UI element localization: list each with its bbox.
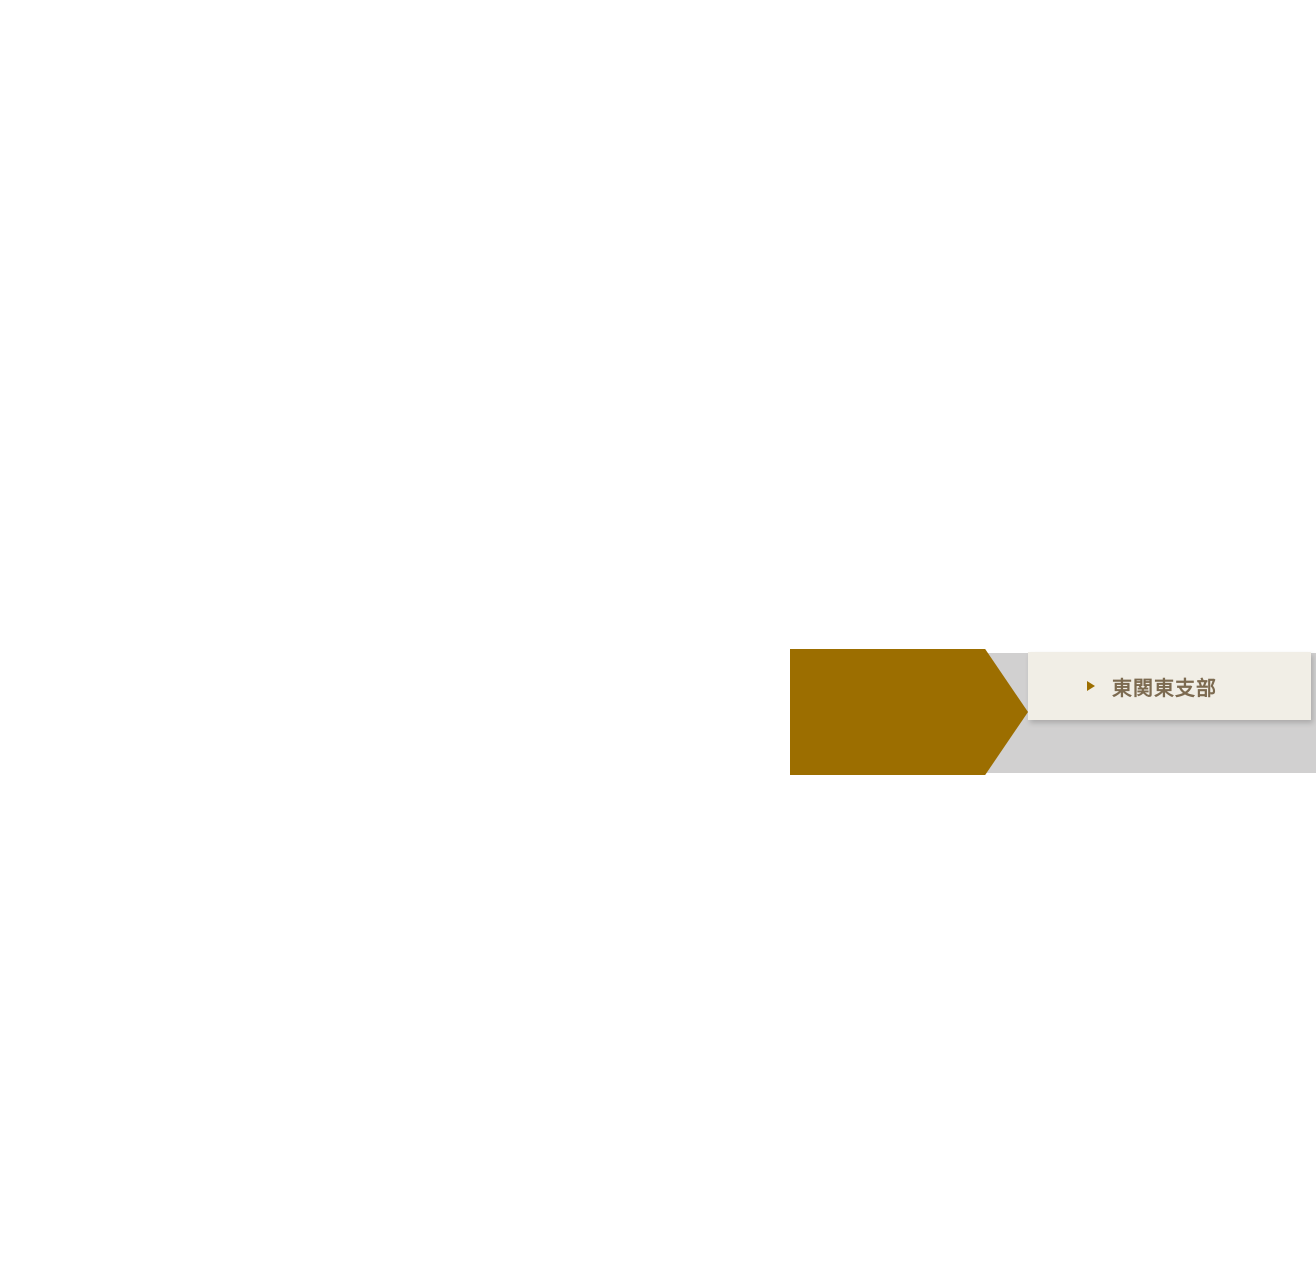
active-menu-ribbon[interactable] (790, 649, 1028, 775)
bullet-triangle-icon (1087, 681, 1095, 691)
submenu-item-label: 東関東支部 (1112, 677, 1217, 700)
submenu-item-higashikanto[interactable]: 東関東支部 (1028, 652, 1311, 720)
submenu-panel: 東関東支部 (1028, 652, 1311, 720)
